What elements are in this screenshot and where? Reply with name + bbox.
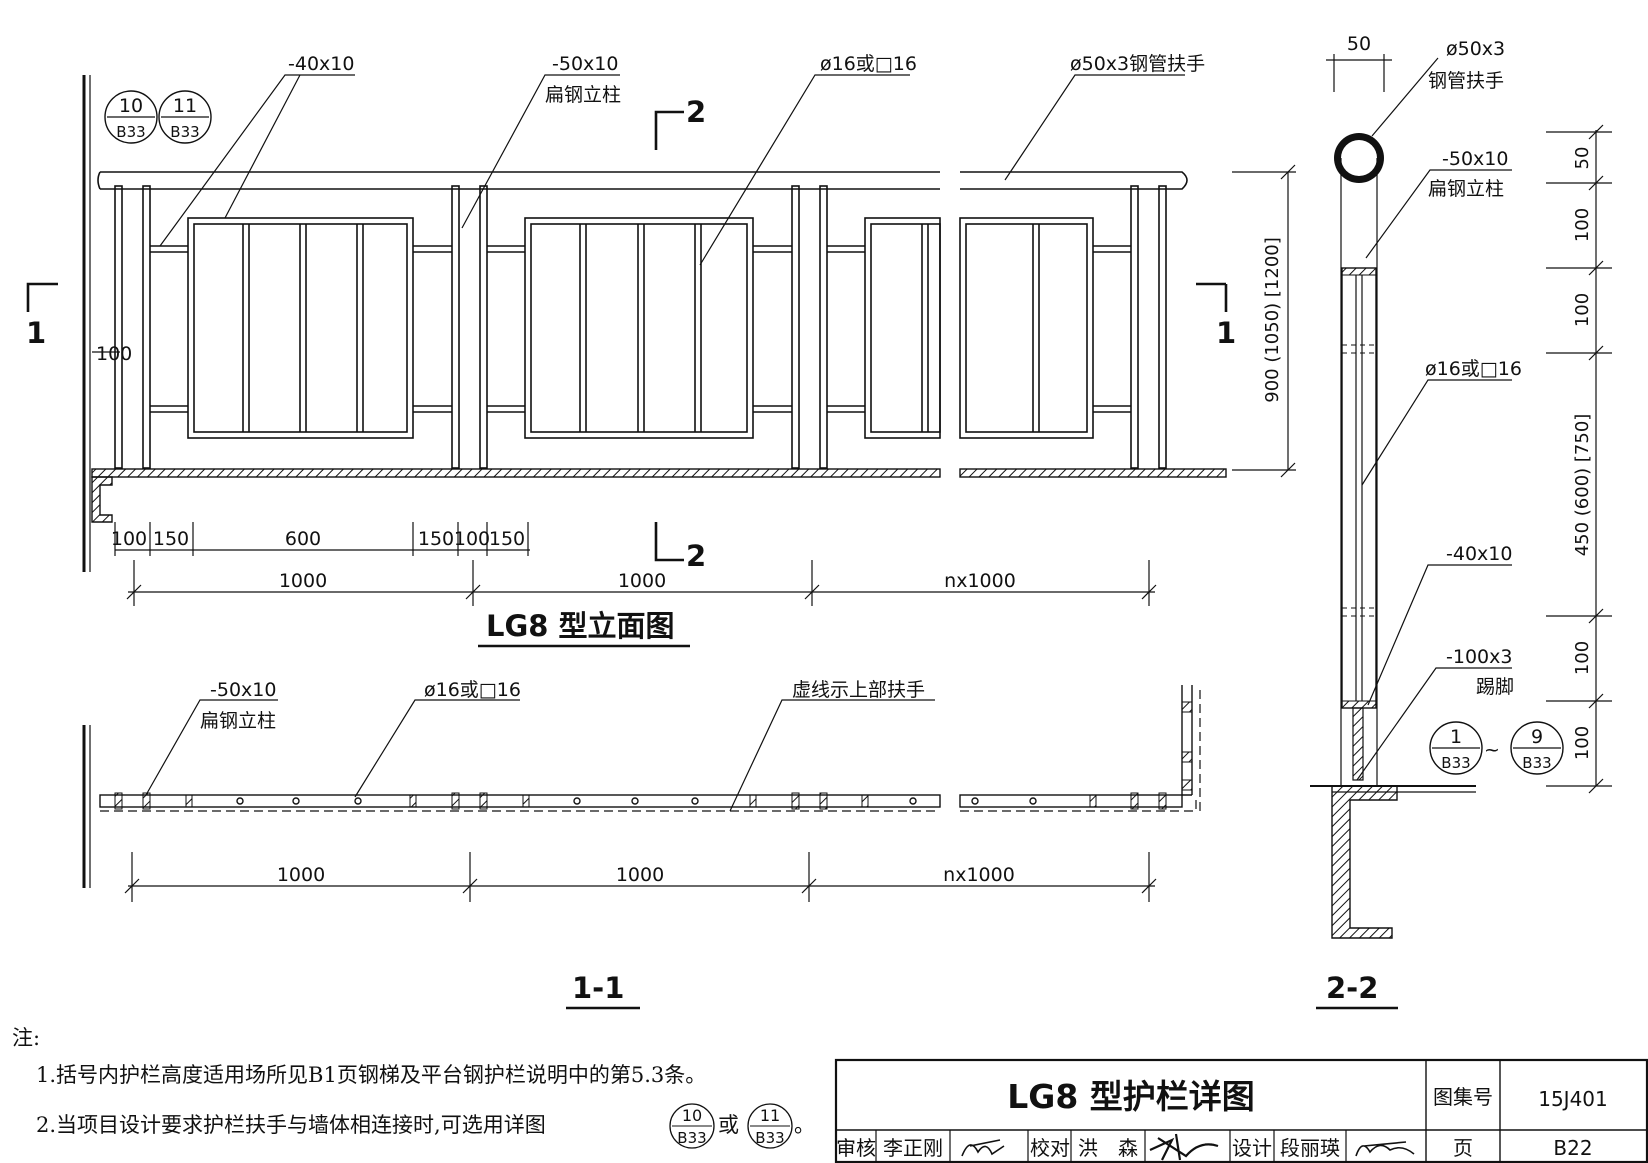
detail-ref-9: 9 B33 xyxy=(1510,721,1564,775)
plan-label-flat-50x10: -50x10 xyxy=(210,679,276,701)
elevation-view: -40x10 -50x10 扁钢立柱 ø16或□16 ø50x3钢管扶手 10 … xyxy=(26,53,1296,648)
section-vdim-1: 100 xyxy=(1572,208,1593,242)
svg-text:9: 9 xyxy=(1531,726,1543,748)
svg-text:1: 1 xyxy=(1450,726,1462,748)
title-block: LG8 型护栏详图 图集号 15J401 页 B22 审核 李正刚 校对 洪 森… xyxy=(834,1058,1648,1163)
svg-text:10: 10 xyxy=(119,95,143,117)
plan-bars xyxy=(236,797,1037,805)
review-signature xyxy=(961,1139,1005,1157)
label-flat-50x10: -50x10 xyxy=(552,53,618,75)
notes-heading: 注: xyxy=(12,1026,40,1050)
check-signature xyxy=(1149,1133,1219,1161)
svg-text:10: 10 xyxy=(682,1106,702,1125)
svg-text:11: 11 xyxy=(760,1106,780,1125)
detail-ref-11: 11 B33 xyxy=(158,90,212,144)
design-name: 段丽瑛 xyxy=(1280,1136,1340,1160)
section-label-flat-50x10: -50x10 xyxy=(1442,148,1508,170)
section-label-flat-post: 扁钢立柱 xyxy=(1428,178,1504,200)
section-label-flat-40x10: -40x10 xyxy=(1446,543,1512,565)
note-detail-ref-10: 10 B33 xyxy=(669,1103,715,1149)
note-2-or: 或 xyxy=(718,1113,739,1137)
dim-small-2: 600 xyxy=(285,528,321,550)
drawing-title: LG8 型护栏详图 xyxy=(1007,1077,1255,1116)
review-label: 审核 xyxy=(836,1136,876,1160)
detail-range-sep: ~ xyxy=(1484,739,1500,761)
cut-1-right: 1 xyxy=(1216,316,1236,350)
plan-dim-bay-2: nx1000 xyxy=(943,864,1015,886)
svg-text:B33: B33 xyxy=(170,123,199,141)
section-view: 50 ø50x3 钢管扶手 -50x10 扁钢立柱 ø16或□16 xyxy=(1310,33,1612,1010)
plan-posts xyxy=(114,792,1167,810)
section-label-tube: ø50x3 xyxy=(1446,38,1505,60)
plan-dim-bay-0: 1000 xyxy=(277,864,325,886)
label-bar: ø16或□16 xyxy=(820,53,917,75)
cut-1-left: 1 xyxy=(26,316,46,350)
section-dim-50: 50 xyxy=(1347,33,1371,55)
review-name: 李正刚 xyxy=(883,1136,943,1160)
section-label-kick: -100x3 xyxy=(1446,646,1512,668)
section-title: 2-2 xyxy=(1326,971,1378,1005)
svg-text:B33: B33 xyxy=(1522,754,1551,772)
check-label: 校对 xyxy=(1030,1136,1070,1160)
floor-slab xyxy=(91,468,1227,523)
section-vdim-2: 100 xyxy=(1572,293,1593,327)
note-detail-ref-11: 11 B33 xyxy=(747,1103,793,1149)
note-2-end: 。 xyxy=(794,1113,815,1137)
horizontal-rails xyxy=(150,245,1131,413)
dim-small-0: 100 xyxy=(111,528,147,550)
label-flat-post: 扁钢立柱 xyxy=(545,84,621,106)
page-label: 页 xyxy=(1453,1136,1473,1160)
label-flat-40x10: -40x10 xyxy=(288,53,354,75)
atlas-label: 图集号 xyxy=(1433,1085,1493,1109)
dim-height: 900 (1050) [1200] xyxy=(1262,237,1283,403)
section-vdim-3: 450 (600) [750] xyxy=(1572,414,1593,557)
detail-ref-1: 1 B33 xyxy=(1429,721,1483,775)
plan-title: 1-1 xyxy=(572,971,624,1005)
cut-2-top: 2 xyxy=(686,95,706,129)
svg-text:B33: B33 xyxy=(116,123,145,141)
detail-ref-10: 10 B33 xyxy=(104,90,158,144)
plan-label-bar: ø16或□16 xyxy=(424,679,521,701)
plan-dim-bay-1: 1000 xyxy=(616,864,664,886)
dim-bay-1: 1000 xyxy=(618,570,666,592)
section-vdim-5: 100 xyxy=(1572,726,1593,760)
svg-text:B33: B33 xyxy=(755,1129,784,1147)
cut-2-bottom: 2 xyxy=(686,539,706,573)
dim-side-100: 100 xyxy=(96,343,132,365)
plan-label-flat-post: 扁钢立柱 xyxy=(200,710,276,732)
atlas-number: 15J401 xyxy=(1538,1087,1608,1111)
infill-panels xyxy=(187,217,1094,439)
check-name: 洪 森 xyxy=(1078,1136,1138,1160)
section-label-bar: ø16或□16 xyxy=(1425,358,1522,380)
elevation-title: LG8 型立面图 xyxy=(486,609,675,643)
note-2: 2.当项目设计要求护栏扶手与墙体相连接时,可选用详图 xyxy=(36,1113,546,1137)
page-number: B22 xyxy=(1553,1136,1592,1160)
handrail-tube xyxy=(97,171,1188,190)
svg-text:B33: B33 xyxy=(677,1129,706,1147)
svg-text:11: 11 xyxy=(173,95,197,117)
section-label-kick-name: 踢脚 xyxy=(1476,676,1514,698)
section-label-tube-name: 钢管扶手 xyxy=(1428,70,1504,92)
notes: 注: 1.括号内护栏高度适用场所见B1页钢梯及平台钢护栏说明中的第5.3条。 2… xyxy=(12,1026,815,1149)
label-handrail: ø50x3钢管扶手 xyxy=(1070,53,1205,75)
flat-posts xyxy=(114,185,1167,469)
plan-view: -50x10 扁钢立柱 ø16或□16 虚线示上部扶手 1000 1000 nx… xyxy=(82,679,1201,1010)
dim-bay-2: nx1000 xyxy=(944,570,1016,592)
dim-small-4: 100 xyxy=(454,528,490,550)
dim-small-5: 150 xyxy=(489,528,525,550)
svg-text:B33: B33 xyxy=(1441,754,1470,772)
design-label: 设计 xyxy=(1232,1136,1272,1160)
dim-small-1: 150 xyxy=(153,528,189,550)
note-1: 1.括号内护栏高度适用场所见B1页钢梯及平台钢护栏说明中的第5.3条。 xyxy=(36,1063,706,1087)
dim-small-3: 150 xyxy=(418,528,454,550)
section-vdim-4: 100 xyxy=(1572,641,1593,675)
section-cut-1 xyxy=(26,282,1228,312)
dim-bay-0: 1000 xyxy=(279,570,327,592)
design-signature xyxy=(1355,1141,1415,1157)
section-vdim-0: 50 xyxy=(1572,147,1593,170)
plan-label-handrail: 虚线示上部扶手 xyxy=(792,679,925,701)
section-cut-2 xyxy=(654,110,684,562)
